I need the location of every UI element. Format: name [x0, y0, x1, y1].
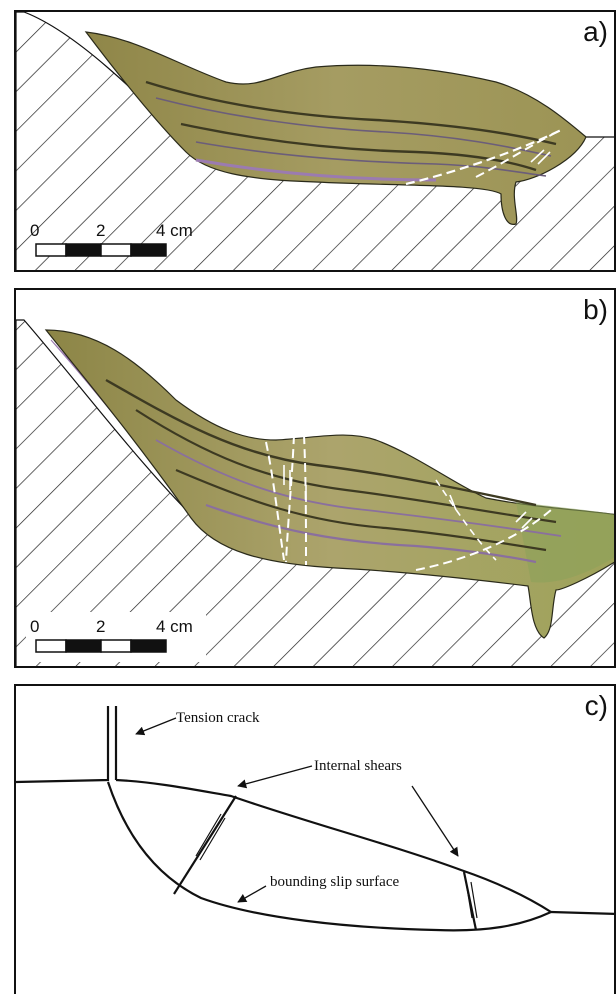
bounding-slip-surface-label: bounding slip surface [270, 874, 399, 890]
scale-tick-2: 2 [96, 221, 105, 240]
panel-b-figure: 0 2 4 cm [16, 290, 616, 668]
scale-tick-0: 0 [30, 221, 39, 240]
internal-shear-1 [174, 796, 236, 894]
scale-tick-4: 4 cm [156, 221, 193, 240]
bounding-slip-arrow [238, 886, 266, 902]
panel-a-figure: 0 2 4 cm [16, 12, 616, 272]
tension-crack-arrow [136, 718, 176, 734]
panel-a-label: a) [583, 16, 608, 48]
ground-surface-right [551, 912, 616, 914]
scale-tick-0: 0 [30, 617, 39, 636]
panel-b: 0 2 4 cm b) [14, 288, 616, 668]
slide-upper-surface [116, 780, 551, 912]
panel-a: 0 2 4 cm a) [14, 10, 616, 272]
panel-c-label: c) [585, 690, 608, 722]
scale-tick-2: 2 [96, 617, 105, 636]
internal-shears-label: Internal shears [314, 758, 402, 774]
panel-c: Tension crack Internal shears bounding s… [14, 684, 616, 994]
bounding-slip-surface [108, 782, 551, 930]
scale-tick-4: 4 cm [156, 617, 193, 636]
ground-surface-left [16, 706, 108, 782]
internal-shears-arrow-1 [238, 766, 312, 786]
panel-c-figure: Tension crack Internal shears bounding s… [16, 686, 616, 994]
tension-crack-label: Tension crack [176, 710, 260, 726]
internal-shears-arrow-2 [412, 786, 458, 856]
scale-bar: 0 2 4 cm [26, 612, 206, 662]
panel-b-label: b) [583, 294, 608, 326]
